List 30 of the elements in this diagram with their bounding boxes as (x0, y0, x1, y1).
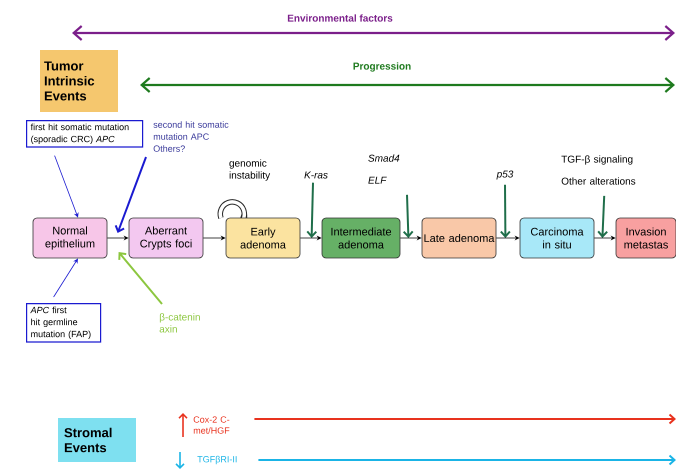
stage-box: Invasion metastas (616, 218, 676, 258)
arrow (118, 252, 163, 305)
annotation-text: genomic instability (229, 159, 270, 181)
gene-label: p53 (496, 170, 514, 180)
stage-box: Carcinoma in situ (520, 218, 594, 258)
alteration-text: TGF-β signaling Other alterations (561, 155, 636, 185)
gene-label: Smad4 ELF (368, 154, 400, 184)
arrow (597, 196, 608, 238)
stage-box: Normal epithelium (32, 218, 108, 258)
arrow-label: Environmental factors (288, 14, 392, 22)
gene-label: K-ras (304, 172, 328, 178)
stage-box: Intermediate adenoma (322, 218, 400, 258)
factor-text: TGFβRI-II (197, 456, 237, 464)
arrow (306, 182, 317, 238)
arrow-label: Progression (354, 62, 411, 72)
stage-box: Aberrant Crypts foci (128, 218, 204, 258)
mutation-text: second hit somatic mutation APC Others? (153, 121, 228, 152)
arrow (402, 194, 414, 238)
arrow (114, 156, 147, 233)
gene-label: β-catenin axin (160, 313, 200, 333)
stage-box: Late adenoma (422, 218, 496, 258)
stage-box: Early adenoma (226, 218, 300, 258)
arrow (258, 454, 676, 466)
heading-box: Stromal Events (58, 418, 136, 462)
arrow (254, 414, 676, 424)
mutation-box: APC first hit germline mutation (FAP) (26, 303, 102, 343)
heading-box: Tumor Intrinsic Events (40, 50, 118, 112)
mutation-box: first hit somatic mutation (sporadic CRC) APC (26, 120, 144, 148)
arrow (500, 184, 511, 238)
factor-text: Cox-2 C-met/HGF (194, 416, 230, 434)
